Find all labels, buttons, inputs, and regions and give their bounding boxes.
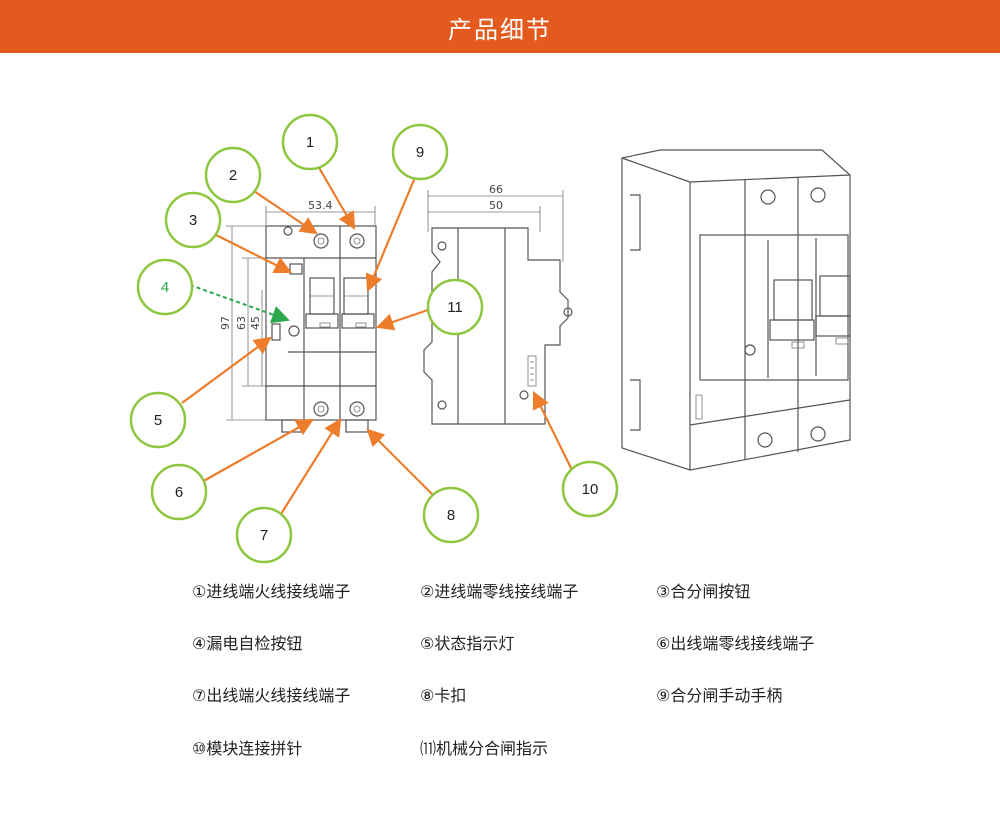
callout-4: 4 <box>136 258 194 316</box>
legend-item-5: ⑤状态指示灯 <box>420 634 515 653</box>
svg-text:9: 9 <box>416 144 424 161</box>
header-banner: 产品细节 <box>0 0 1000 53</box>
svg-text:7: 7 <box>260 527 268 544</box>
svg-text:2: 2 <box>229 167 237 184</box>
callout-arrows <box>181 158 573 523</box>
svg-text:11: 11 <box>447 299 463 316</box>
legend-item-6: ⑥出线端零线接线端子 <box>656 634 815 653</box>
dim-front-width: 53.4 <box>308 199 333 212</box>
side-view: 66 50 <box>423 183 573 425</box>
callout-7: 7 <box>235 506 293 564</box>
legend-item-8: ⑧卡扣 <box>420 686 467 705</box>
callout-11: 11 <box>426 278 484 336</box>
dim-side-inner: 50 <box>489 199 503 212</box>
svg-text:10: 10 <box>582 481 599 498</box>
dim-height-total: 97 <box>219 316 232 330</box>
svg-text:3: 3 <box>189 212 197 229</box>
svg-text:8: 8 <box>447 507 455 524</box>
svg-text:4: 4 <box>161 279 169 296</box>
diagram-svg: 53.4 97 63 45 <box>129 113 851 564</box>
svg-text:1: 1 <box>306 134 314 151</box>
dim-height-small: 45 <box>249 316 262 330</box>
page-title: 产品细节 <box>448 16 552 44</box>
legend-item-4: ④漏电自检按钮 <box>192 634 303 653</box>
legend-item-10: ⑩模块连接拼针 <box>192 739 303 758</box>
product-diagram: 53.4 97 63 45 <box>0 53 1000 573</box>
legend-item-9: ⑨合分闸手动手柄 <box>656 686 783 705</box>
svg-text:5: 5 <box>154 412 162 429</box>
callout-9: 9 <box>391 123 449 181</box>
dim-height-mid: 63 <box>235 316 248 330</box>
callout-8: 8 <box>422 486 480 544</box>
svg-text:6: 6 <box>175 484 183 501</box>
legend-item-7: ⑦出线端火线接线端子 <box>192 686 351 705</box>
callout-10: 10 <box>561 460 619 518</box>
callout-5: 5 <box>129 391 187 449</box>
callout-2: 2 <box>204 146 262 204</box>
callout-6: 6 <box>150 463 208 521</box>
isometric-view <box>621 149 851 471</box>
legend-item-11: ⑾机械分合闸指示 <box>420 739 549 758</box>
callout-3: 3 <box>164 191 222 249</box>
dim-side-total: 66 <box>489 183 503 196</box>
callout-1: 1 <box>281 113 339 171</box>
legend-item-3: ③合分闸按钮 <box>656 582 751 601</box>
legend-item-2: ②进线端零线接线端子 <box>420 582 579 601</box>
front-view: 53.4 97 63 45 <box>219 199 377 433</box>
legend-item-1: ①进线端火线接线端子 <box>192 582 351 601</box>
